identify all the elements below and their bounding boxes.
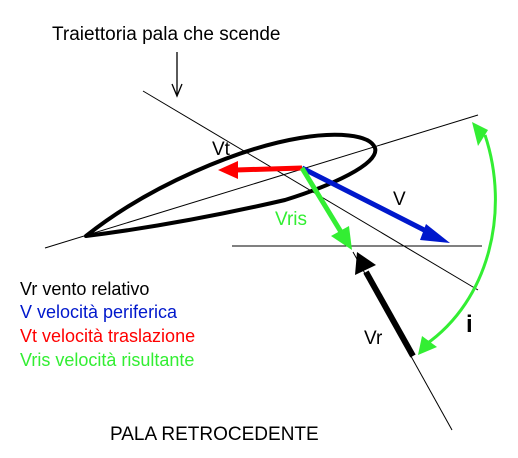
chord-line [44, 114, 479, 249]
trajectory-title: Traiettoria pala che scende [52, 24, 280, 45]
angle-label: i [466, 311, 473, 338]
legend-item-vr: Vr vento relativo [20, 279, 149, 299]
vr-vector [355, 252, 416, 358]
legend-item-v: V velocità periferica [20, 302, 178, 322]
caption: PALA RETROCEDENTE [110, 424, 319, 445]
vr-label: Vr [364, 328, 383, 349]
legend-item-vt: Vt velocità traslazione [20, 326, 195, 346]
vt-label: Vt [212, 139, 231, 160]
legend-item-vris: Vris velocità risultante [20, 350, 194, 370]
incidence-angle-arc [418, 122, 497, 355]
v-label: V [393, 189, 406, 210]
vt-vector [218, 161, 303, 179]
trajectory-arrow [171, 52, 183, 98]
vris-label: Vris [275, 209, 307, 230]
legend: Vr vento relativo V velocità periferica … [20, 279, 195, 370]
vris-vector [299, 166, 352, 250]
v-vector [300, 165, 450, 243]
blade-profile [84, 132, 378, 238]
